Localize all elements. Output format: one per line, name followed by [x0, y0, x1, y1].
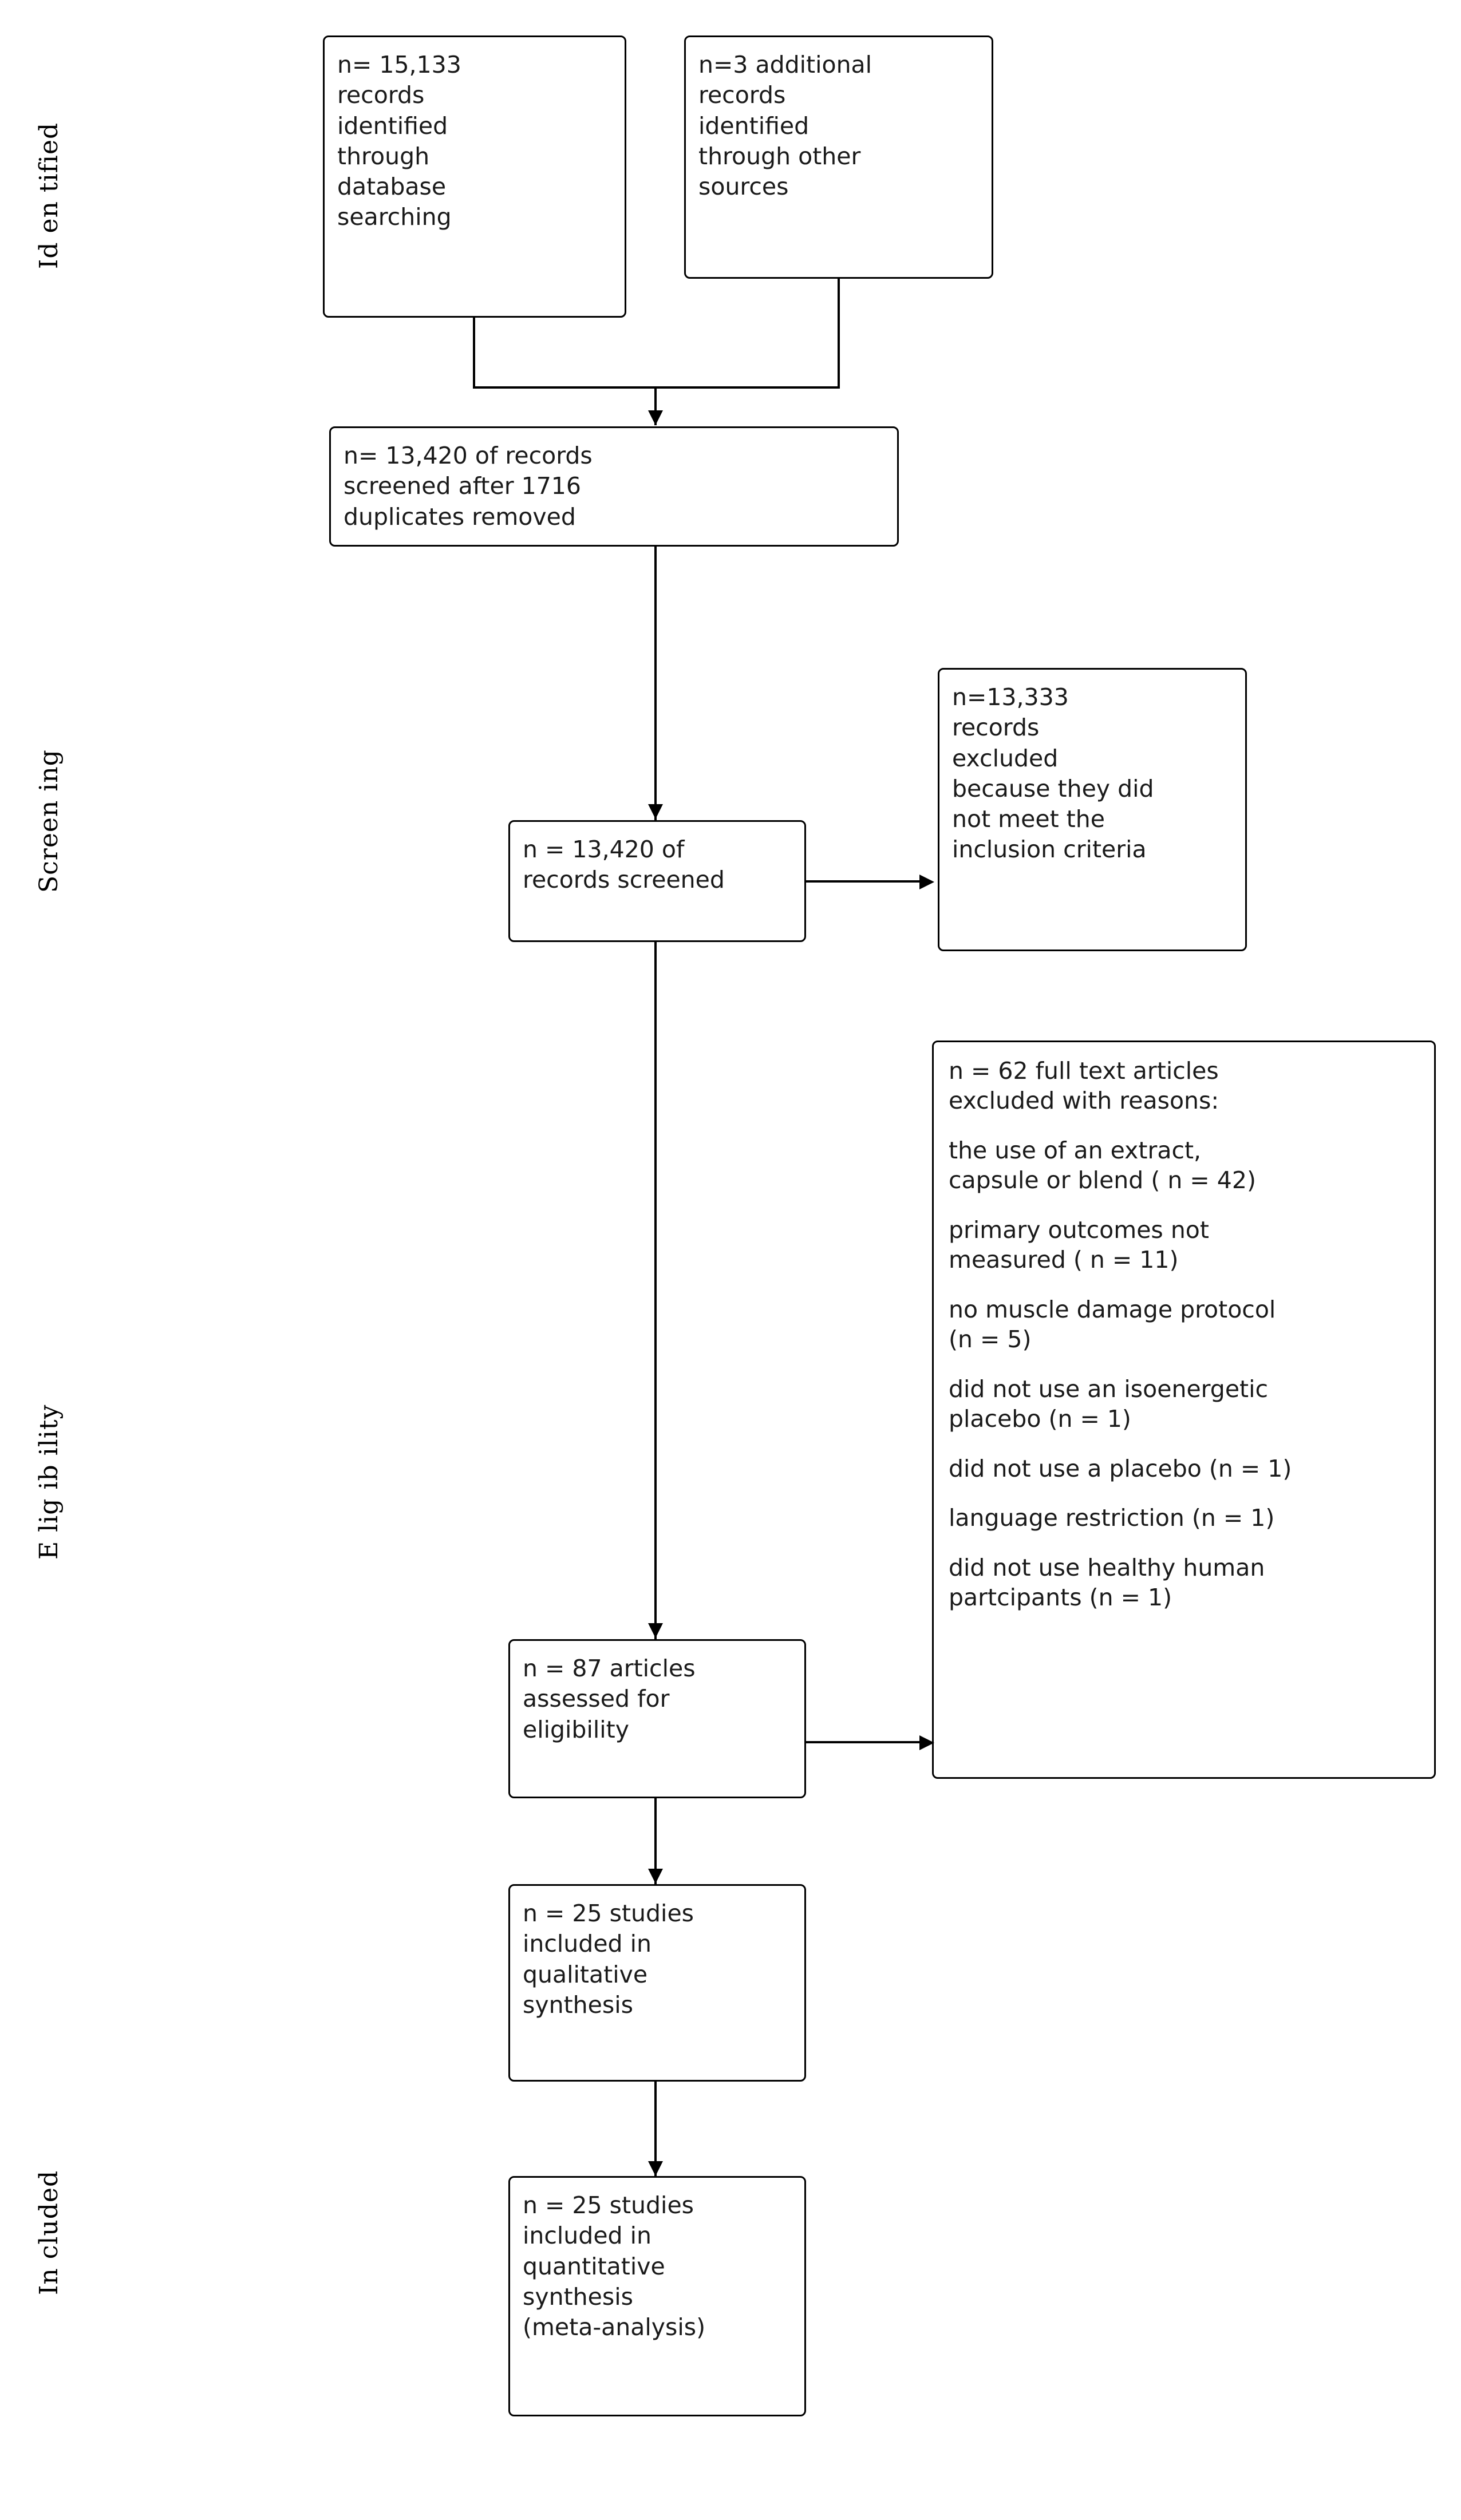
exclusion-reason: did not use a placebo (n = 1) [949, 1454, 1292, 1482]
exclusion-reason: no muscle damage protocol (n = 5) [949, 1295, 1276, 1354]
exclusion-reason: did not use an isoenergetic placebo (n =… [949, 1375, 1269, 1433]
arrowhead-to-qualitative [648, 1869, 663, 1884]
box-studies-qualitative-synthesis: n = 25 studies included in qualitative s… [508, 1884, 806, 2082]
box-records-after-duplicates-removed-text: n= 13,420 of records screened after 1716… [343, 442, 593, 531]
box-articles-assessed-for-eligibility: n = 87 articles assessed for eligibility [508, 1639, 806, 1798]
box-records-excluded: n=13,333 records excluded because they d… [938, 668, 1247, 951]
box-articles-assessed-text: n = 87 articles assessed for eligibility [523, 1655, 696, 1743]
arrowhead-to-full-text-excluded [919, 1735, 934, 1750]
box-records-excluded-text: n=13,333 records excluded because they d… [952, 683, 1154, 864]
box-qualitative-synthesis-text: n = 25 studies included in qualitative s… [523, 1900, 694, 2019]
excluded-heading: n = 62 full text articles excluded with … [949, 1057, 1219, 1115]
box-quantitative-synthesis-text: n = 25 studies included in quantitative … [523, 2191, 706, 2341]
box-records-after-duplicates-removed: n= 13,420 of records screened after 1716… [329, 426, 899, 547]
box-other-source-records: n=3 additional records identified throug… [684, 35, 993, 279]
connector-merge-down [654, 386, 657, 425]
stage-label-screening: Screen ing [34, 749, 64, 893]
exclusion-reason: language restriction (n = 1) [949, 1504, 1275, 1532]
stage-label-eligibility: E lig ib ility [34, 1404, 64, 1560]
box-database-records-text: n= 15,133 records identified through dat… [337, 51, 461, 231]
connector-other-down [838, 279, 840, 386]
box-records-screened: n = 13,420 of records screened [508, 820, 806, 942]
exclusion-reason: the use of an extract, capsule or blend … [949, 1136, 1256, 1194]
connector-dedup-to-screened [654, 547, 657, 820]
box-database-records: n= 15,133 records identified through dat… [323, 35, 626, 318]
connector-screened-to-excluded [806, 880, 921, 883]
connector-screened-to-assessed [654, 942, 657, 1639]
exclusion-reason: did not use healthy human partcipants (n… [949, 1553, 1265, 1612]
connector-assessed-to-qualitative [654, 1798, 657, 1884]
stage-label-included: In cluded [34, 2170, 64, 2295]
connector-db-down [473, 318, 475, 386]
arrowhead-to-quantitative [648, 2161, 663, 2176]
arrowhead-to-deduplicated [648, 410, 663, 425]
stage-label-identified: Id en tified [34, 122, 64, 269]
exclusion-reason: primary outcomes not measured ( n = 11) [949, 1216, 1209, 1274]
arrowhead-to-records-screened [648, 804, 663, 819]
connector-assessed-to-excluded [806, 1741, 921, 1743]
box-other-source-records-text: n=3 additional records identified throug… [698, 51, 872, 201]
arrowhead-to-records-excluded [919, 875, 934, 889]
box-full-text-articles-excluded: n = 62 full text articles excluded with … [932, 1041, 1436, 1779]
connector-qualitative-to-quantitative [654, 2082, 657, 2176]
box-studies-quantitative-synthesis: n = 25 studies included in quantitative … [508, 2176, 806, 2416]
box-records-screened-text: n = 13,420 of records screened [523, 836, 725, 894]
arrowhead-to-articles-assessed [648, 1623, 663, 1638]
